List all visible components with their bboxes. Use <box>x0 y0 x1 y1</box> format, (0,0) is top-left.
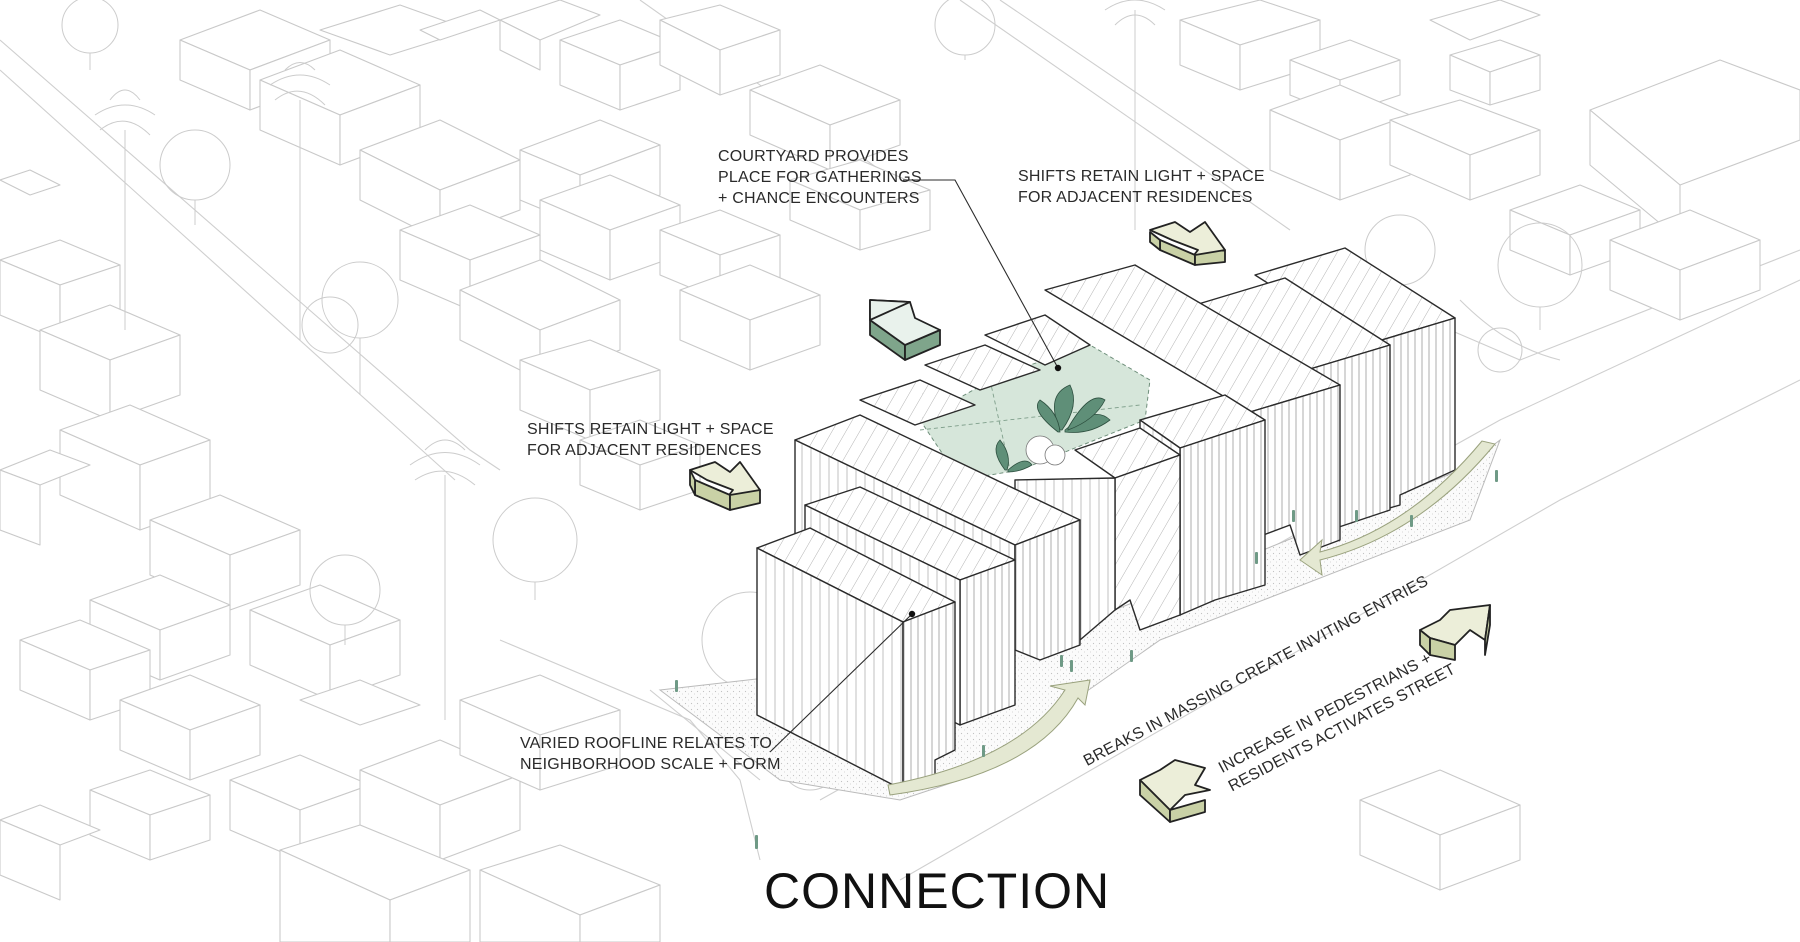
leader-lines <box>769 179 1062 753</box>
middle-right-side <box>1179 419 1266 616</box>
arrow-olive-shifts-right <box>1149 221 1226 266</box>
people <box>675 470 1498 849</box>
main-building <box>756 247 1456 791</box>
annotation-courtyard: COURTYARD PROVIDES PLACE FOR GATHERINGS … <box>718 148 922 207</box>
courtyard-grid <box>919 404 1141 431</box>
annotation-shifts-right: SHIFTS RETAIN LIGHT + SPACE FOR ADJACENT… <box>1018 168 1265 206</box>
courtyard-plants <box>995 384 1111 473</box>
roof-step-1 <box>984 314 1091 366</box>
arrow-olive-shifts-left <box>689 461 761 511</box>
curved-arrow-left <box>887 679 1091 796</box>
arrow-olive-down-left <box>1139 759 1211 823</box>
annotation-varied-roofline: VARIED ROOFLINE RELATES TO NEIGHBORHOOD … <box>520 735 781 773</box>
left-long-side <box>1014 519 1081 661</box>
arrow-green-up-left <box>869 299 941 361</box>
roof-step-3 <box>859 379 976 426</box>
curved-arrow-right <box>1299 440 1496 577</box>
diagram-title: CONNECTION <box>764 863 1111 919</box>
courtyard-grid <box>989 379 1011 471</box>
annotation-shifts-left: SHIFTS RETAIN LIGHT + SPACE FOR ADJACENT… <box>527 421 774 459</box>
left-mid-side <box>959 559 1016 726</box>
roof-step-2 <box>924 344 1041 391</box>
arrow-olive-up-right <box>1419 604 1491 661</box>
central-diagonal-face <box>1114 454 1181 631</box>
